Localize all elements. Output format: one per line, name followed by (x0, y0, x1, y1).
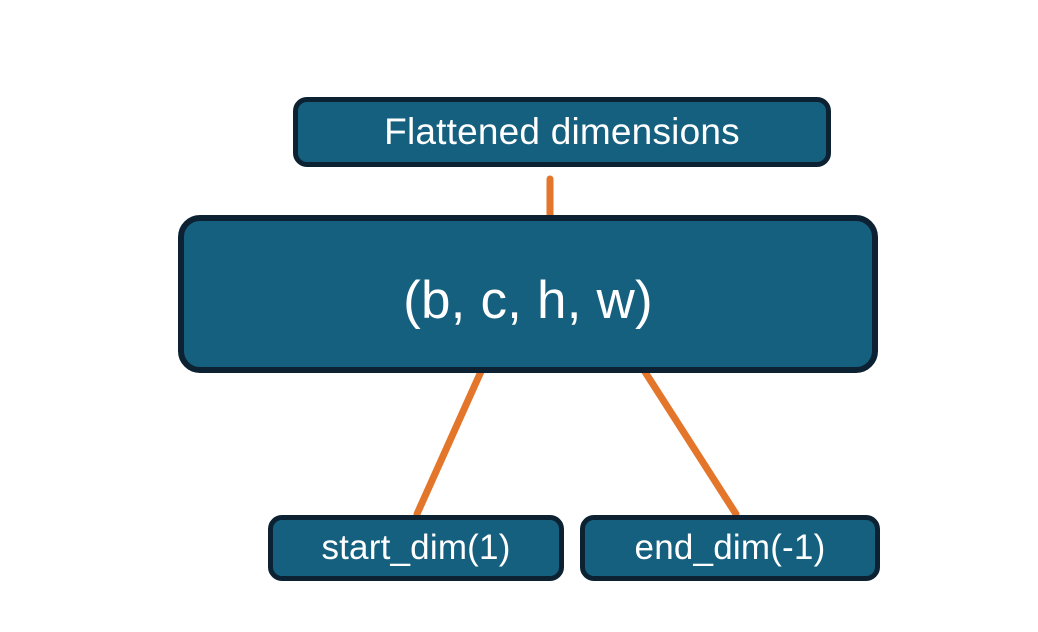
start-dim-label: start_dim(1) (321, 528, 511, 567)
end-dim-box[interactable]: end_dim(-1) (580, 515, 880, 581)
flattened-dimensions-box[interactable]: Flattened dimensions (293, 97, 831, 167)
tensor-shape-label: (b, c, h, w) (403, 270, 653, 330)
end-dim-label: end_dim(-1) (634, 528, 826, 567)
tensor-shape-box[interactable]: (b, c, h, w) (178, 215, 878, 373)
start-dim-box[interactable]: start_dim(1) (268, 515, 564, 581)
flattened-dimensions-label: Flattened dimensions (384, 111, 740, 152)
